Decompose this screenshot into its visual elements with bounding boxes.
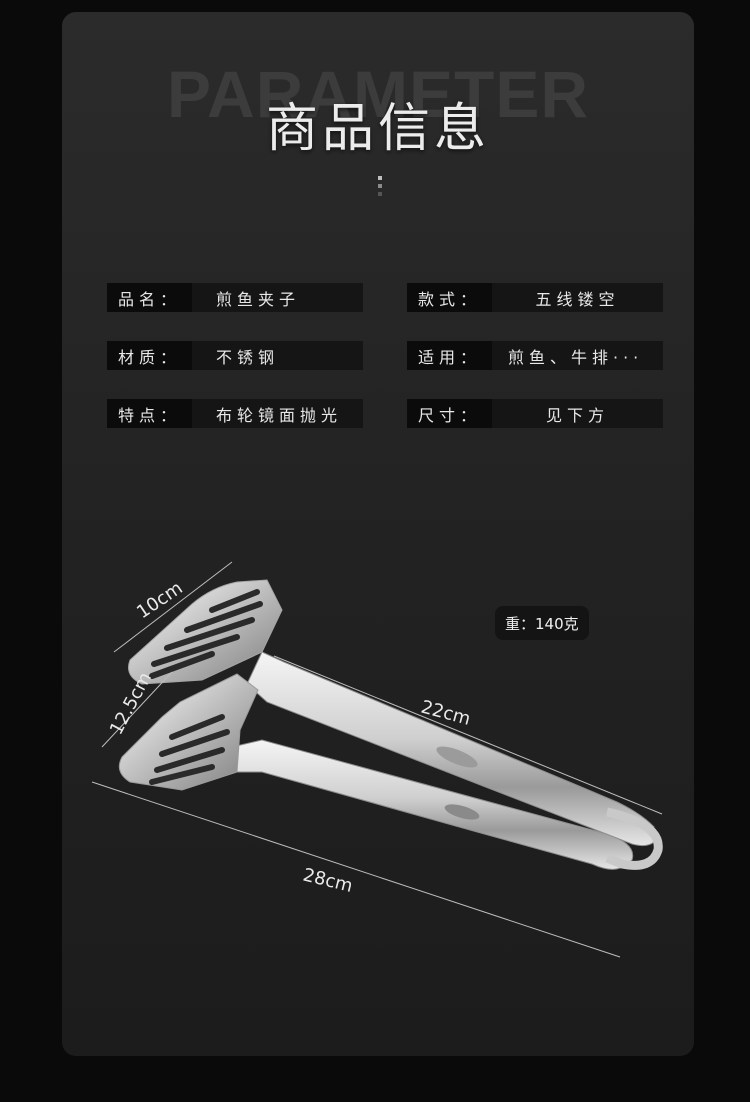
param-label: 款式： [407,283,492,312]
param-row-style: 款式： 五线镂空 [407,283,663,312]
dimension-head-length: 12.5cm [106,669,156,738]
upper-head-slots [149,589,263,679]
divider-dots [378,176,384,200]
lower-head-slots [149,714,230,785]
param-label: 材质： [107,341,192,370]
parameter-card: PARAMETER 商品信息 品名： 煎鱼夹子 款式： 五线镂空 材质： 不锈钢… [62,12,694,1056]
param-row-material: 材质： 不锈钢 [107,341,363,370]
param-label: 尺寸： [407,399,492,428]
dimension-total-length: 28cm [301,864,355,897]
param-value: 五线镂空 [535,289,620,309]
param-row-size: 尺寸： 见下方 [407,399,663,428]
param-row-feature: 特点： 布轮镜面抛光 [107,399,363,428]
param-label: 适用： [407,341,492,370]
page-title: 商品信息 [265,99,490,159]
param-value: 不锈钢 [216,347,280,367]
dimension-lines [91,561,663,958]
param-label: 特点： [107,399,192,428]
param-value: 煎鱼、牛排··· [508,347,644,367]
tongs-illustration: 10cm 12.5cm 22cm 28cm [91,561,663,958]
param-value: 煎鱼夹子 [216,289,301,309]
parameter-watermark: PARAMETER [166,57,590,131]
param-value: 布轮镜面抛光 [216,405,343,425]
param-row-usage: 适用： 煎鱼、牛排··· [407,341,663,370]
param-label: 品名： [107,283,192,312]
param-value: 见下方 [545,405,609,425]
weight-badge: 重：140克 [495,606,589,640]
param-row-name: 品名： 煎鱼夹子 [107,283,363,312]
